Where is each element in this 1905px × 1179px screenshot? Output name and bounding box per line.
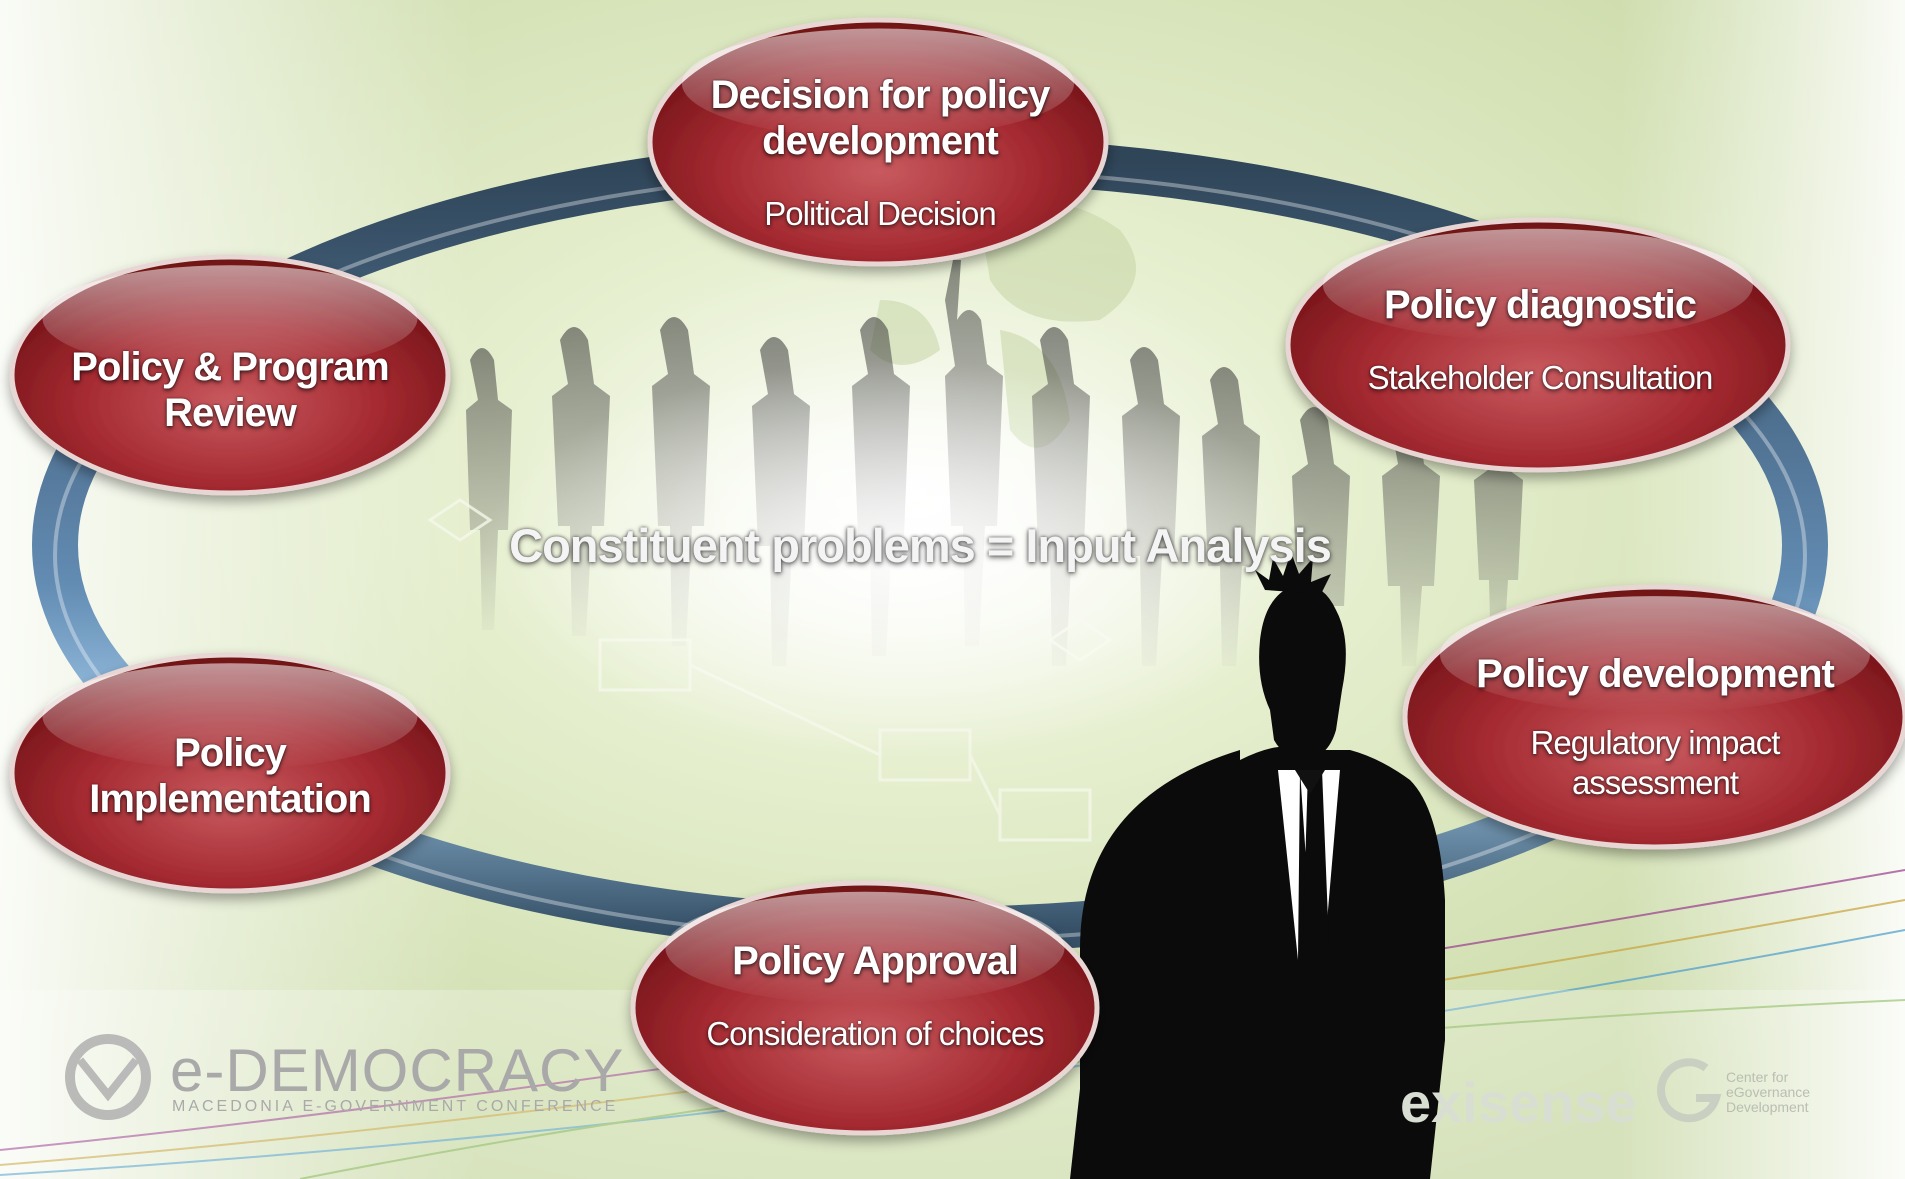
node-subtitle: Stakeholder Consultation: [1367, 359, 1714, 396]
node-policy-program-review: Policy & Program Review: [40, 344, 420, 436]
oval-review: [9, 254, 451, 496]
oval-approval: [630, 880, 1100, 1136]
cegd-logo-mark: [1657, 1058, 1722, 1123]
node-decision-for-policy-development: Decision for policy development Politica…: [660, 72, 1100, 234]
node-title: Policy development: [1476, 652, 1835, 696]
edemocracy-logo-text: e-DEMOCRACY: [170, 1037, 625, 1104]
node-title: Decision for policy development: [710, 73, 1051, 163]
node-subtitle: Political Decision: [764, 195, 996, 232]
node-title: Policy diagnostic: [1384, 283, 1697, 327]
oval-development: [1402, 584, 1905, 850]
edemocracy-logo-mark: [65, 1034, 151, 1120]
edemocracy-logo-subtitle: MACEDONIA E-GOVERNMENT CONFERENCE: [172, 1098, 619, 1115]
node-subtitle: Regulatory impact assessment: [1530, 724, 1781, 801]
node-policy-development: Policy development Regulatory impact ass…: [1410, 651, 1900, 803]
node-title: Policy Implementation: [89, 731, 372, 821]
node-title: Policy Approval: [732, 939, 1019, 983]
center-label: Constituent problems = Input Analysis: [509, 519, 1332, 572]
sponsor-logo: exisense: [1400, 1071, 1637, 1134]
node-policy-approval: Policy Approval Consideration of choices: [650, 938, 1100, 1054]
businessman-silhouette: [1070, 552, 1445, 1179]
oval-implementation: [9, 652, 451, 894]
node-policy-diagnostic: Policy diagnostic Stakeholder Consultati…: [1300, 282, 1780, 398]
node-policy-implementation: Policy Implementation: [40, 730, 420, 822]
oval-diagnostic: [1285, 217, 1791, 473]
oval-decision: [647, 17, 1109, 267]
node-title: Policy & Program Review: [71, 345, 389, 435]
node-subtitle: Consideration of choices: [706, 1015, 1044, 1052]
cegd-logo-text: Center for eGovernance Development: [1726, 1069, 1811, 1115]
